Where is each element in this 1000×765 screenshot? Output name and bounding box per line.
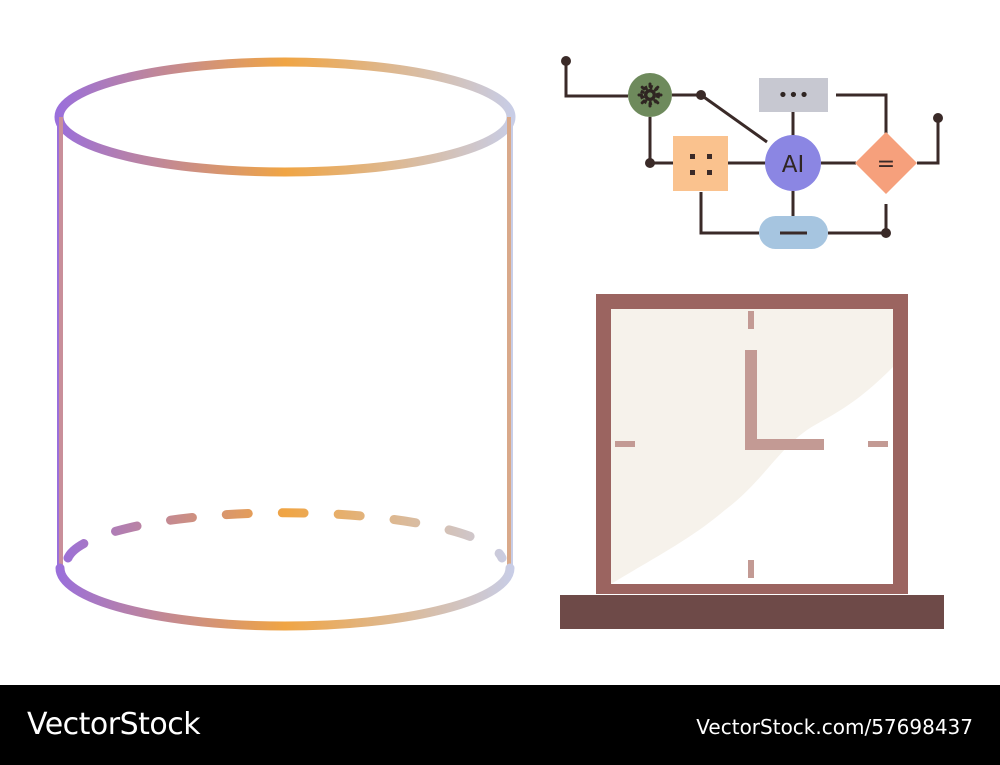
cylinder-bottom-front-arc [55, 563, 515, 631]
square-wall-clock-icon [560, 294, 944, 629]
flowchart-right-node: = [855, 132, 917, 194]
flowchart-top-node-label: ••• [778, 85, 810, 106]
flowchart-top-node: ••• [759, 78, 828, 112]
ai-flowchart-icon: ••• AI = [561, 56, 943, 249]
clock-hands [745, 350, 824, 450]
clock-hour-ticks [615, 311, 888, 578]
flowchart-left-node [673, 136, 728, 191]
watermark-footer: VectorStock VectorStock.com/57698437 [0, 685, 1000, 765]
gear-icon [637, 82, 663, 108]
gear-node [628, 73, 672, 117]
ai-node-label: AI [782, 152, 805, 178]
image-reference: VectorStock.com/57698437 [696, 715, 973, 739]
flowchart-right-node-label: = [877, 152, 895, 177]
clock-minute-hand [745, 350, 757, 450]
cylinder-bottom-back-dashed-arc [63, 508, 507, 563]
vectorstock-logo: VectorStock [27, 707, 201, 742]
clock-hour-hand [745, 439, 824, 450]
clock-base [560, 595, 944, 629]
cylinder-outline-icon [54, 57, 516, 631]
flowchart-ai-node: AI [765, 135, 821, 191]
flowchart-connectors [564, 61, 940, 235]
flowchart-dots [561, 56, 943, 238]
cylinder-top-rim [54, 57, 516, 177]
flowchart-bottom-node [759, 216, 828, 249]
illustration-canvas: ••• AI = [54, 56, 944, 631]
four-dots-icon [690, 154, 712, 175]
